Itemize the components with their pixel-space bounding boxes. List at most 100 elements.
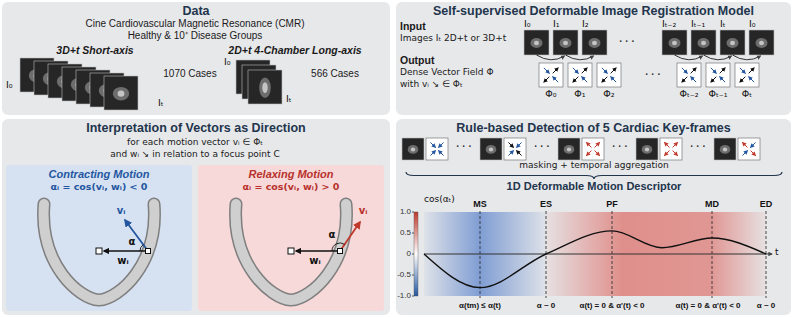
vector-arrow (430, 142, 435, 147)
vector-arrow (673, 142, 678, 147)
focus-point (288, 248, 294, 254)
symbol-label: I₁ (553, 19, 560, 30)
vector-arrow (517, 142, 522, 147)
text-label: with vᵢ ↘ ∈ Φₜ (400, 79, 463, 89)
ellipsis: · · · (645, 69, 661, 81)
cmr-image (524, 30, 549, 55)
vector-arrow (586, 151, 591, 156)
symbol-label: I₂ (582, 19, 589, 30)
keyframe-label: MS (473, 199, 487, 209)
vector-arrow (742, 151, 747, 156)
heart-cavity (563, 41, 568, 46)
vector-arrow (740, 68, 745, 73)
tick-mark (412, 212, 414, 213)
heart-cavity (701, 41, 706, 46)
tick-label: 0 (407, 249, 411, 258)
cmr-image (691, 30, 716, 55)
panel: Self-supervised Deformable Image Registr… (396, 2, 791, 115)
vector-field (735, 63, 759, 87)
symbol-label: I₀ (524, 19, 531, 30)
heart-shape (564, 145, 575, 154)
motion-curve (424, 231, 766, 288)
vector-field (504, 138, 526, 160)
vector-arrow (582, 68, 587, 73)
chart-title: 1D Deformable Motion Descriptor (507, 180, 682, 193)
brace (406, 172, 782, 179)
box-heading: Rule-based Detection of 5 Cardiac Key-fr… (456, 121, 730, 136)
vector-arrow (595, 142, 600, 147)
tick-mark (412, 254, 414, 255)
angle-arc (140, 245, 143, 251)
vector-arrow (595, 151, 600, 156)
heart-shape (408, 145, 419, 154)
subheading: 3D+t Short-axis (56, 44, 133, 56)
keyframe-label: ES (540, 199, 552, 209)
tick-label: 1.0 (400, 207, 411, 216)
vector-label: α (129, 236, 136, 248)
registration-arrow (733, 55, 761, 60)
symbol-label: Φ₂ (603, 89, 614, 100)
vector-label: vᵢ (117, 205, 126, 217)
vector-arrow (749, 68, 754, 73)
tick-mark (412, 233, 414, 234)
axis-label: t (775, 247, 779, 257)
symbol-label: I₀ (224, 57, 231, 68)
keyframe-label: PF (606, 199, 618, 209)
cmr-image (720, 30, 745, 55)
ellipsis: · · · (456, 141, 472, 153)
box-heading: Data (182, 4, 209, 19)
vector-arrow (296, 250, 337, 251)
ellipsis: · · · (534, 141, 550, 153)
registration-arrow (537, 55, 565, 60)
symbol-label: Iₜ (158, 98, 164, 109)
heart-shape (589, 38, 601, 48)
heart-cavity (262, 82, 267, 93)
motion-box: Relaxing Motionαᵢ = cos(vᵢ, wᵢ) > 0 (198, 165, 384, 311)
vector-field (582, 138, 604, 160)
heart-cavity (759, 41, 764, 46)
cmr-image (248, 70, 282, 104)
symbol-label: Iₜ (286, 94, 292, 105)
tick-mark (412, 275, 414, 276)
vector-field (597, 63, 621, 87)
heart-shape (560, 38, 572, 48)
vector-field (706, 63, 730, 87)
vector-field (568, 63, 592, 87)
myocardium-wall (236, 204, 347, 300)
myocardium-wall (44, 204, 155, 300)
vector-arrow (508, 142, 513, 147)
vector-field (539, 63, 563, 87)
subheading: Output (400, 54, 434, 66)
vector-arrow (720, 68, 725, 73)
color-bar (414, 212, 418, 296)
text-label: 1070 Cases (163, 68, 216, 80)
vector-arrow (682, 77, 687, 82)
heart-shape (720, 145, 731, 154)
wall-point (146, 249, 151, 254)
box-heading: Interpretation of Vectors as Direction (86, 121, 306, 136)
cmr-image (662, 30, 687, 55)
wall-point (338, 249, 343, 254)
vector-arrow (751, 142, 756, 147)
heart-shape (531, 38, 543, 48)
text-label: 566 Cases (311, 68, 359, 80)
vector-arrow (749, 77, 754, 82)
vector-arrow (751, 151, 756, 156)
tick-label: 0.5 (400, 228, 411, 237)
vector-field (660, 138, 682, 160)
heart-shape (642, 145, 653, 154)
text-label: Healthy & 10⁺ Disease Groups (128, 30, 263, 42)
ellipsis: · · · (619, 36, 635, 48)
cmr-image (714, 138, 736, 160)
vector-arrow (508, 151, 513, 156)
vector-arrow (691, 68, 696, 73)
text-label: Dense Vector Field Φ (400, 67, 494, 77)
vector-arrow (611, 77, 616, 82)
vector-arrow (125, 220, 148, 251)
vector-arrow (664, 151, 669, 156)
heart-shape (727, 38, 739, 48)
keyframe-label: MD (705, 199, 719, 209)
vector-label: wᵢ (309, 255, 320, 267)
box-heading: Self-supervised Deformable Image Registr… (433, 4, 754, 19)
